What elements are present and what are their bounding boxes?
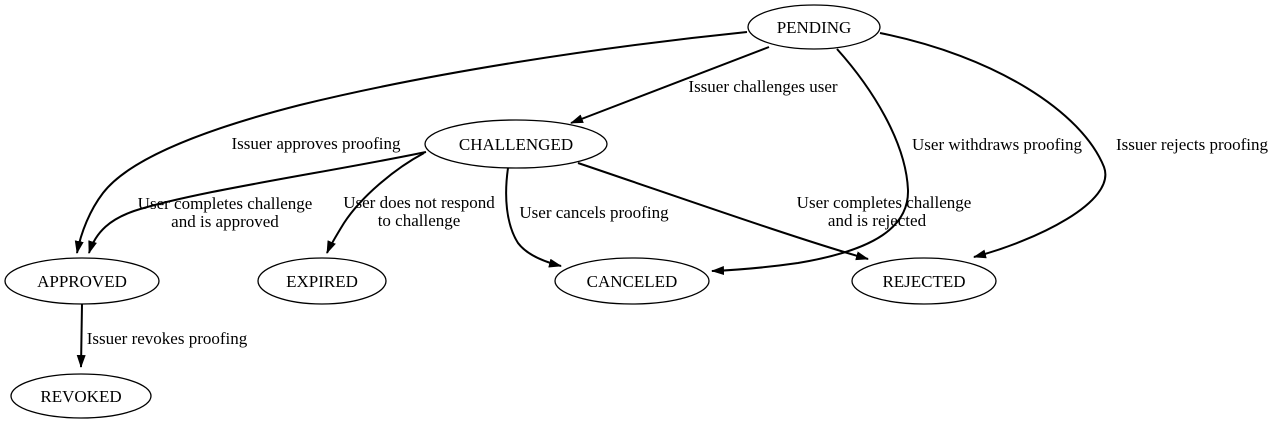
edge-label-issuer-challenges-user: Issuer challenges user <box>688 77 838 96</box>
node-rejected: REJECTED <box>851 257 997 305</box>
edge-label-user-completes-challenge-approved-line2: and is approved <box>171 212 279 231</box>
edge-label-issuer-rejects-proofing: Issuer rejects proofing <box>1116 135 1269 154</box>
edge-label-user-does-not-respond-line1: User does not respond <box>343 193 495 212</box>
edge-pending-rejected <box>879 32 1107 259</box>
edge-challenged-rejected <box>577 162 869 261</box>
edge-pending-canceled <box>711 48 910 276</box>
node-canceled: CANCELED <box>554 257 710 305</box>
node-approved-shape <box>4 257 160 305</box>
edge-challenged-expired <box>326 152 425 254</box>
edge-challenged-canceled <box>505 167 562 268</box>
node-revoked-shape <box>10 373 152 419</box>
node-approved: APPROVED <box>4 257 160 305</box>
node-pending-shape <box>747 4 881 50</box>
node-pending: PENDING <box>747 4 881 50</box>
edge-label-issuer-approves-proofing: Issuer approves proofing <box>231 134 401 153</box>
node-canceled-label: CANCELED <box>587 272 678 291</box>
edge-label-user-completes-challenge-approved-line1: User completes challenge <box>138 194 313 213</box>
edge-label-issuer-revokes-proofing: Issuer revokes proofing <box>87 329 248 348</box>
edge-label-user-withdraws-proofing: User withdraws proofing <box>912 135 1082 154</box>
edge-label-user-completes-challenge-rejected-line2: and is rejected <box>828 211 927 230</box>
node-pending-label: PENDING <box>777 18 852 37</box>
node-challenged: CHALLENGED <box>424 119 608 169</box>
edge-labels: Issuer challenges user Issuer approves p… <box>87 77 1269 348</box>
edge-label-user-does-not-respond-line2: to challenge <box>378 211 461 230</box>
node-challenged-shape <box>424 119 608 169</box>
edge-challenged-approved <box>88 151 427 254</box>
node-expired-label: EXPIRED <box>286 272 358 291</box>
node-canceled-shape <box>554 257 710 305</box>
nodes: PENDING CHALLENGED APPROVED EXPIRED CANC… <box>4 4 997 419</box>
edge-pending-approved <box>74 31 748 254</box>
edge-label-user-cancels-proofing: User cancels proofing <box>519 203 669 222</box>
node-rejected-shape <box>851 257 997 305</box>
edge-label-user-completes-challenge-rejected-line1: User completes challenge <box>797 193 972 212</box>
node-revoked: REVOKED <box>10 373 152 419</box>
edges <box>74 31 1107 368</box>
node-challenged-label: CHALLENGED <box>459 135 573 154</box>
node-revoked-label: REVOKED <box>40 387 121 406</box>
node-expired: EXPIRED <box>257 257 387 305</box>
node-expired-shape <box>257 257 387 305</box>
edge-pending-challenged <box>570 46 770 124</box>
edge-approved-revoked <box>76 303 86 368</box>
node-approved-label: APPROVED <box>37 272 127 291</box>
node-rejected-label: REJECTED <box>882 272 965 291</box>
